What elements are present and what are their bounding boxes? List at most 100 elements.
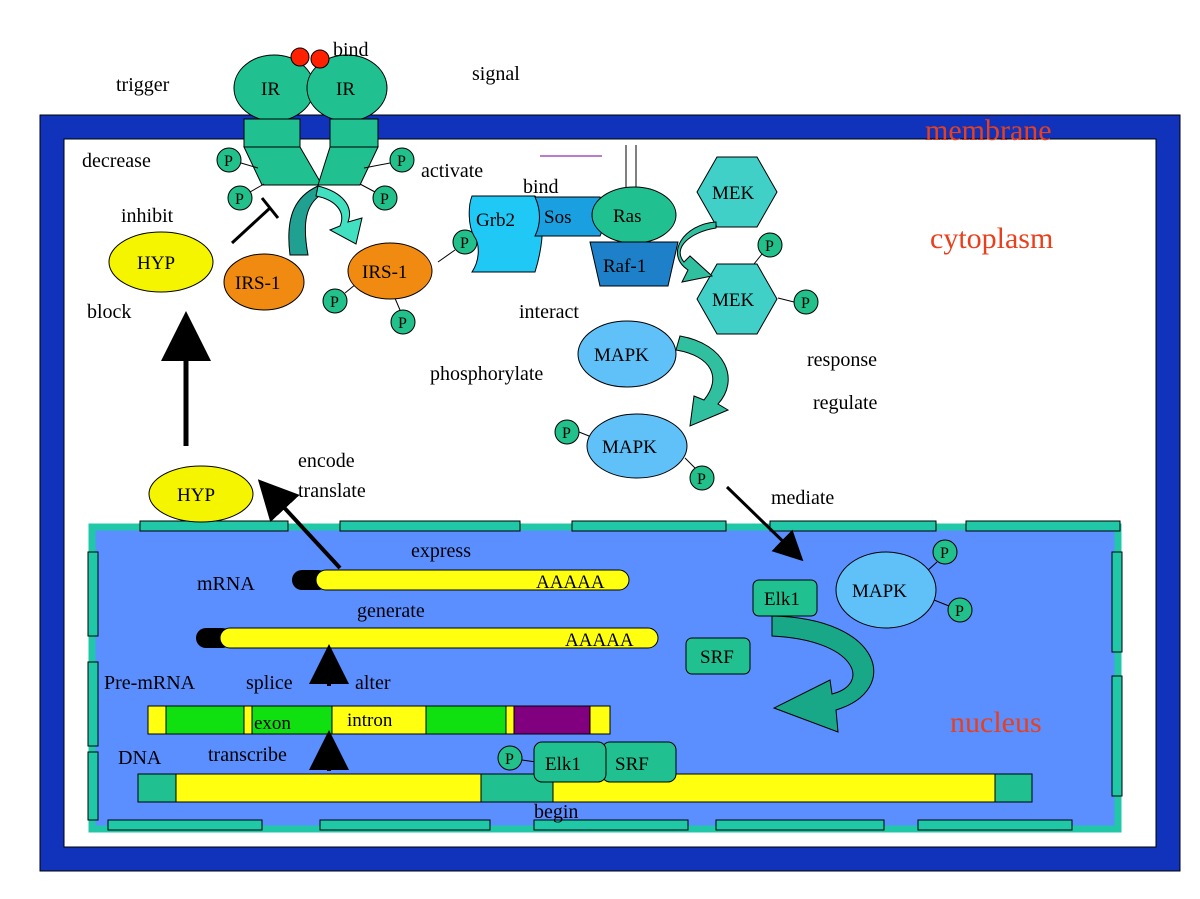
splice-label: splice bbox=[246, 672, 293, 694]
dna-strand bbox=[137, 773, 1033, 803]
phospho-circle bbox=[390, 309, 416, 335]
phospho-text: P bbox=[330, 294, 339, 311]
polya-label: AAAAA bbox=[536, 572, 605, 593]
hyp-protein-bottom: HYP bbox=[148, 465, 254, 523]
receptor-transmembrane-left bbox=[243, 118, 301, 148]
srf-nuclear-label: SRF bbox=[700, 647, 734, 668]
elk1-srf-complex: SRF Elk1 bbox=[533, 741, 677, 783]
activate-label: activate bbox=[421, 160, 483, 182]
hyp-protein-top: HYP bbox=[108, 231, 214, 293]
phospho-circle bbox=[932, 539, 958, 565]
translate-label: translate bbox=[298, 480, 366, 502]
mrna-label: mRNA bbox=[197, 573, 255, 595]
receptor-transmembrane-right bbox=[329, 118, 379, 148]
decrease-label: decrease bbox=[82, 150, 151, 172]
sos-label: Sos bbox=[544, 207, 571, 228]
intron-label: intron bbox=[347, 710, 393, 731]
phospho-text: P bbox=[562, 425, 571, 442]
pre-mrna-gene bbox=[147, 705, 611, 735]
raf1-protein: Raf-1 bbox=[589, 241, 679, 287]
insulin-receptor: IR IR bbox=[233, 47, 388, 256]
phospho-circle bbox=[757, 232, 783, 258]
polya-label: AAAAA bbox=[565, 630, 634, 651]
phospho-circle bbox=[947, 597, 973, 623]
encode-label: encode bbox=[298, 450, 355, 472]
ras-protein: Ras bbox=[591, 145, 677, 244]
mapk-nuclear: MAPK bbox=[835, 551, 937, 629]
phospho-circle bbox=[497, 745, 523, 771]
exon-label: exon bbox=[254, 713, 291, 734]
elk1-binding-arrow bbox=[771, 615, 875, 733]
hyp-top-label: HYP bbox=[137, 253, 175, 274]
phospho-text: P bbox=[224, 153, 233, 170]
receptor-label-right: IR bbox=[336, 79, 355, 100]
phospho-circle bbox=[689, 465, 715, 491]
elk1-nuclear-label: Elk1 bbox=[764, 589, 800, 610]
srf-dna-label: SRF bbox=[615, 754, 649, 775]
phospho-circle bbox=[216, 147, 242, 173]
phospho-groups: P P P P P P P P P P P P P P bbox=[216, 147, 973, 771]
alter-label: alter bbox=[355, 672, 391, 694]
phospho-text: P bbox=[505, 751, 514, 768]
mapk-activation-arrow bbox=[675, 335, 730, 427]
regulate-label: regulate bbox=[813, 392, 878, 414]
phospho-text: P bbox=[801, 295, 810, 312]
signal-label: signal bbox=[472, 63, 520, 85]
pre-mrna-processed-strand: AAAAA bbox=[196, 627, 659, 651]
inhibition-curve-arrow bbox=[288, 185, 323, 256]
phospho-text: P bbox=[397, 153, 406, 170]
srf-nuclear: SRF bbox=[685, 637, 751, 675]
phospho-circle bbox=[227, 185, 253, 211]
cytoplasm-label: cytoplasm bbox=[930, 222, 1053, 255]
phospho-text: P bbox=[697, 471, 706, 488]
inhibit-bar-head bbox=[260, 197, 280, 219]
phospho-text: P bbox=[235, 191, 244, 208]
bind-label-top: bind bbox=[333, 39, 369, 61]
elk1-dna-label: Elk1 bbox=[545, 754, 581, 775]
phospho-text: P bbox=[380, 191, 389, 208]
mek-bottom-label: MEK bbox=[712, 290, 755, 311]
raf1-label: Raf-1 bbox=[603, 256, 646, 277]
ras-label: Ras bbox=[613, 206, 642, 227]
irs1-left: IRS-1 bbox=[223, 253, 305, 311]
irs1-right-label: IRS-1 bbox=[362, 262, 407, 283]
mapk-active: MAPK bbox=[586, 413, 688, 479]
activation-curve-arrow bbox=[315, 185, 363, 245]
mapk-inactive-label: MAPK bbox=[594, 345, 649, 366]
mediate-label: mediate bbox=[771, 487, 834, 509]
phospho-text: P bbox=[940, 545, 949, 562]
begin-label: begin bbox=[534, 801, 578, 823]
mapk-active-label: MAPK bbox=[602, 437, 657, 458]
interact-label: interact bbox=[519, 301, 579, 323]
phospho-circle bbox=[322, 288, 348, 314]
phospho-circle bbox=[389, 147, 415, 173]
phospho-text: P bbox=[460, 235, 469, 252]
dna-label: DNA bbox=[118, 747, 162, 769]
pre-mrna-label: Pre-mRNA bbox=[104, 672, 196, 694]
mek-inactive: MEK bbox=[696, 156, 778, 228]
phospho-text: P bbox=[955, 603, 964, 620]
mek-active: MEK bbox=[696, 263, 778, 335]
phospho-text: P bbox=[398, 315, 407, 332]
mapk-inactive: MAPK bbox=[577, 320, 677, 388]
mediate-arrow bbox=[725, 485, 804, 562]
nucleus-label: nucleus bbox=[950, 706, 1042, 739]
mek-top-label: MEK bbox=[712, 183, 755, 204]
elk1-nuclear: Elk1 bbox=[752, 579, 818, 617]
phospho-links bbox=[240, 162, 950, 763]
insulin-ligand bbox=[310, 49, 330, 69]
phospho-text: P bbox=[765, 238, 774, 255]
irs1-right: IRS-1 bbox=[347, 242, 433, 300]
insulin-ligand bbox=[290, 47, 310, 67]
membrane-frame bbox=[40, 115, 1180, 871]
transcribe-label: transcribe bbox=[208, 744, 287, 766]
trigger-label: trigger bbox=[116, 74, 170, 96]
inhibit-bar-line bbox=[230, 206, 272, 245]
grb2-protein: Grb2 bbox=[468, 195, 543, 273]
mapk-nuclear-label: MAPK bbox=[852, 581, 907, 602]
block-label: block bbox=[87, 301, 131, 323]
translate-arrow bbox=[257, 479, 342, 570]
membrane-label: membrane bbox=[925, 114, 1052, 147]
